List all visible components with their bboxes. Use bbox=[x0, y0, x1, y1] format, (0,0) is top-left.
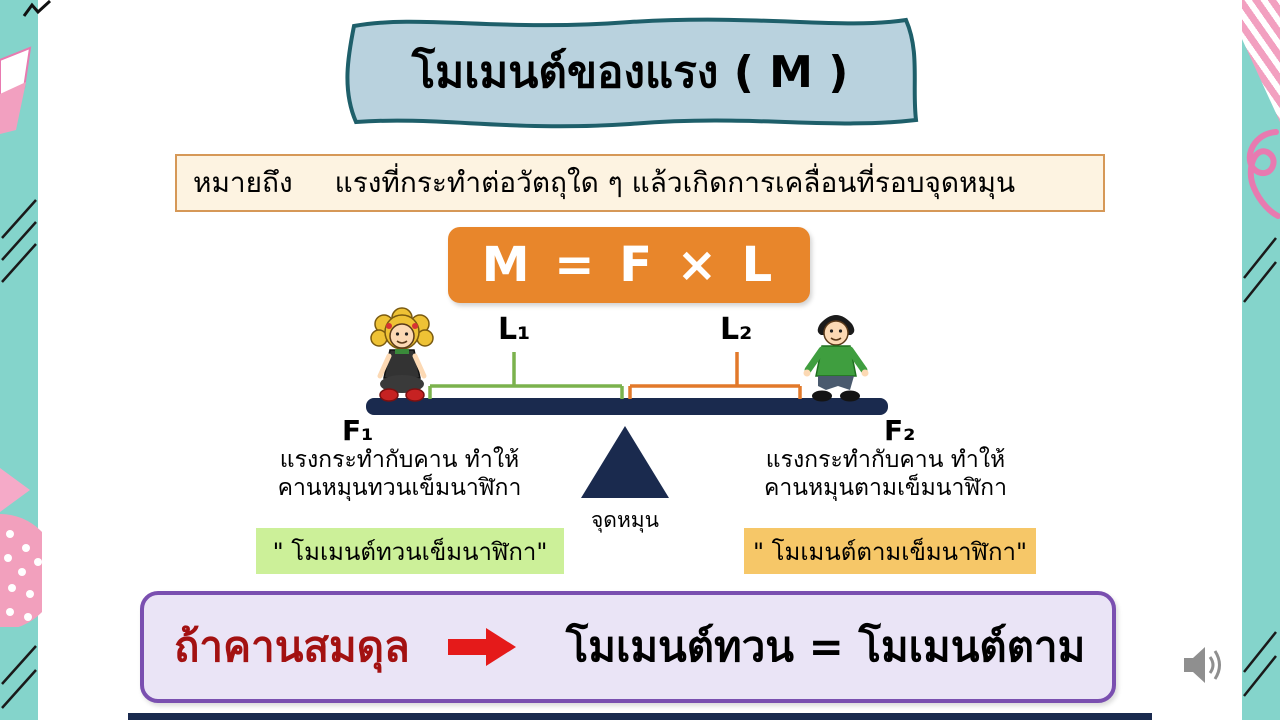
clockwise-moment-badge: " โมเมนต์ตามเข็มนาฬิกา" bbox=[744, 528, 1036, 574]
check-mark-decoration bbox=[22, 0, 52, 17]
pencil-decoration bbox=[0, 46, 32, 134]
swirl-decoration bbox=[1246, 129, 1280, 219]
left-caption-line1: แรงกระทำกับคาน ทำให้ bbox=[279, 447, 520, 473]
title-banner bbox=[345, 17, 919, 129]
formula-text: M = F × L bbox=[481, 237, 777, 293]
l1-bracket bbox=[428, 352, 624, 399]
counterclockwise-moment-badge: " โมเมนต์ทวนเข็มนาฬิกา" bbox=[256, 528, 564, 574]
definition-term: หมายถึง bbox=[193, 166, 293, 199]
pivot-label: จุดหมุน bbox=[591, 508, 659, 532]
right-caption-line2: คานหมุนตามเข็มนาฬิกา bbox=[763, 475, 1008, 502]
definition-box: หมายถึง แรงที่กระทำต่อวัตถุใด ๆ แล้วเกิด… bbox=[175, 154, 1105, 212]
l2-bracket bbox=[628, 352, 802, 399]
boy-figure bbox=[803, 315, 869, 402]
force-f2-label: F₂ bbox=[884, 414, 916, 447]
right-arrow-icon bbox=[447, 626, 518, 668]
left-caption: แรงกระทำกับคาน ทำให้ คานหมุนทวนเข็มนาฬิก… bbox=[262, 446, 537, 502]
bottom-edge-bar bbox=[128, 713, 1152, 720]
lever-beam bbox=[366, 398, 888, 415]
diagonal-lines-icon bbox=[1243, 237, 1277, 303]
distance-l2-label: L₂ bbox=[720, 312, 753, 347]
definition-body: แรงที่กระทำต่อวัตถุใด ๆ แล้วเกิดการเคลื่… bbox=[334, 166, 1016, 199]
diagonal-lines-icon bbox=[1, 645, 37, 709]
distance-l1-label: L₁ bbox=[498, 312, 531, 347]
force-f1-label: F₁ bbox=[342, 414, 374, 447]
formula-box: M = F × L bbox=[448, 227, 810, 303]
striped-wedge-decoration bbox=[1242, 0, 1280, 122]
girl-figure bbox=[370, 307, 434, 402]
diagonal-lines-icon bbox=[1, 199, 37, 283]
conclusion-box: ถ้าคานสมดุล โมเมนต์ทวน = โมเมนต์ตาม bbox=[140, 591, 1116, 703]
polka-dot-decoration bbox=[0, 468, 42, 627]
speaker-icon[interactable] bbox=[1178, 640, 1228, 690]
right-caption: แรงกระทำกับคาน ทำให้ คานหมุนตามเข็มนาฬิก… bbox=[748, 446, 1023, 502]
page-title: โมเมนต์ของแรง ( M ) bbox=[411, 47, 849, 98]
right-caption-line1: แรงกระทำกับคาน ทำให้ bbox=[765, 447, 1006, 473]
balance-condition-text: ถ้าคานสมดุล bbox=[174, 622, 410, 671]
moment-equality-text: โมเมนต์ทวน = โมเมนต์ตาม bbox=[565, 622, 1086, 671]
diagonal-lines-icon bbox=[1243, 631, 1277, 697]
fulcrum-triangle bbox=[581, 426, 669, 498]
distance-brackets bbox=[428, 352, 802, 399]
left-caption-line2: คานหมุนทวนเข็มนาฬิกา bbox=[277, 475, 522, 502]
